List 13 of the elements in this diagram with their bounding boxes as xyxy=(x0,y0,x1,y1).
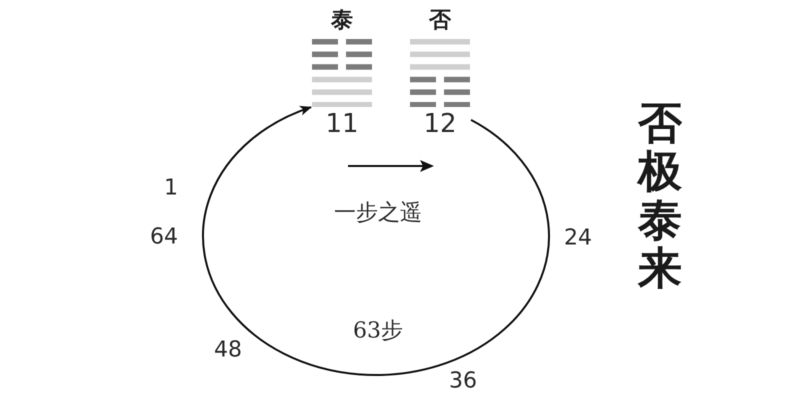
annotation-text: 63步 xyxy=(353,318,403,344)
annotation-text: 一步之遥 xyxy=(334,200,422,226)
sequence-number: 64 xyxy=(150,224,178,250)
hexagram-name: 否 xyxy=(429,6,451,34)
hexagram-number: 11 xyxy=(325,109,359,139)
sequence-number: 1 xyxy=(164,175,178,201)
sequence-number: 36 xyxy=(449,368,477,394)
title: 否极泰来 xyxy=(638,100,682,294)
curved-arrow xyxy=(202,106,550,376)
sequence-number: 24 xyxy=(564,225,592,251)
sequence-number: 48 xyxy=(214,337,242,363)
hexagram-name: 泰 xyxy=(331,6,353,34)
hexagram-number: 12 xyxy=(423,109,457,139)
